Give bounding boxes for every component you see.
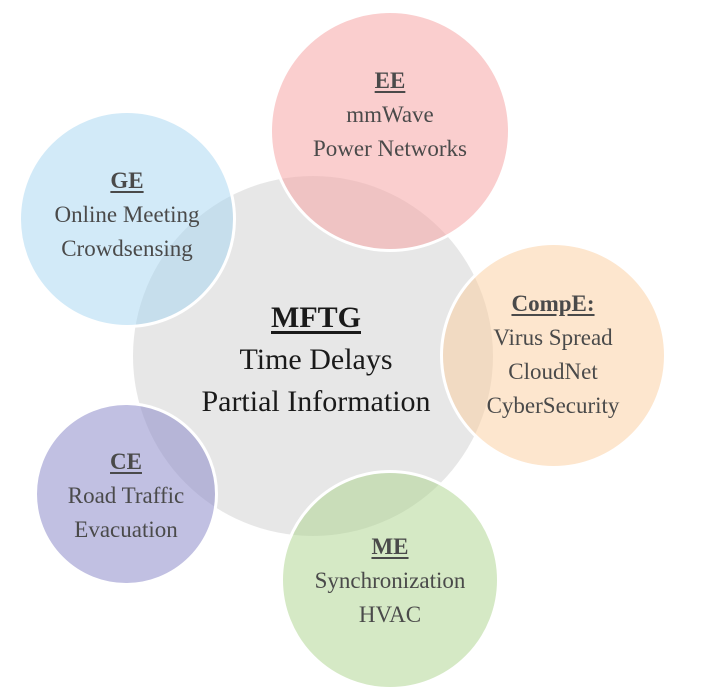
me-line-1: Synchronization xyxy=(314,568,466,593)
compe-circle xyxy=(440,242,667,469)
center-line-1: Time Delays xyxy=(239,343,393,376)
ee-circle xyxy=(269,10,511,252)
ce-line-1: Road Traffic xyxy=(67,483,185,508)
ge-line-1: Online Meeting xyxy=(54,202,200,227)
ee-label: EE mmWave Power Networks xyxy=(290,64,490,166)
ce-label: CE Road Traffic Evacuation xyxy=(26,445,226,547)
center-line-2: Partial Information xyxy=(201,385,431,418)
compe-line-1: Virus Spread xyxy=(493,325,613,350)
ce-title: CE xyxy=(110,449,142,474)
ge-label: GE Online Meeting Crowdsensing xyxy=(27,164,227,266)
ge-line-2: Crowdsensing xyxy=(61,236,193,261)
center-label: MFTG Time Delays Partial Information xyxy=(166,297,466,423)
compe-line-2: CloudNet xyxy=(508,359,598,384)
ce-line-2: Evacuation xyxy=(74,517,178,542)
ee-line-1: mmWave xyxy=(346,102,434,127)
center-title: MFTG xyxy=(271,301,361,334)
ge-title: GE xyxy=(110,168,144,193)
compe-title: CompE: xyxy=(511,291,595,316)
me-title: ME xyxy=(371,534,409,559)
me-line-2: HVAC xyxy=(358,602,422,627)
ce-circle xyxy=(34,402,218,586)
me-circle xyxy=(280,470,500,690)
ge-circle xyxy=(18,110,236,328)
ee-line-2: Power Networks xyxy=(313,136,467,161)
compe-label: CompE: Virus Spread CloudNet CyberSecuri… xyxy=(453,287,653,423)
compe-line-3: CyberSecurity xyxy=(486,393,620,418)
me-label: ME Synchronization HVAC xyxy=(290,530,490,632)
ee-title: EE xyxy=(374,68,406,93)
